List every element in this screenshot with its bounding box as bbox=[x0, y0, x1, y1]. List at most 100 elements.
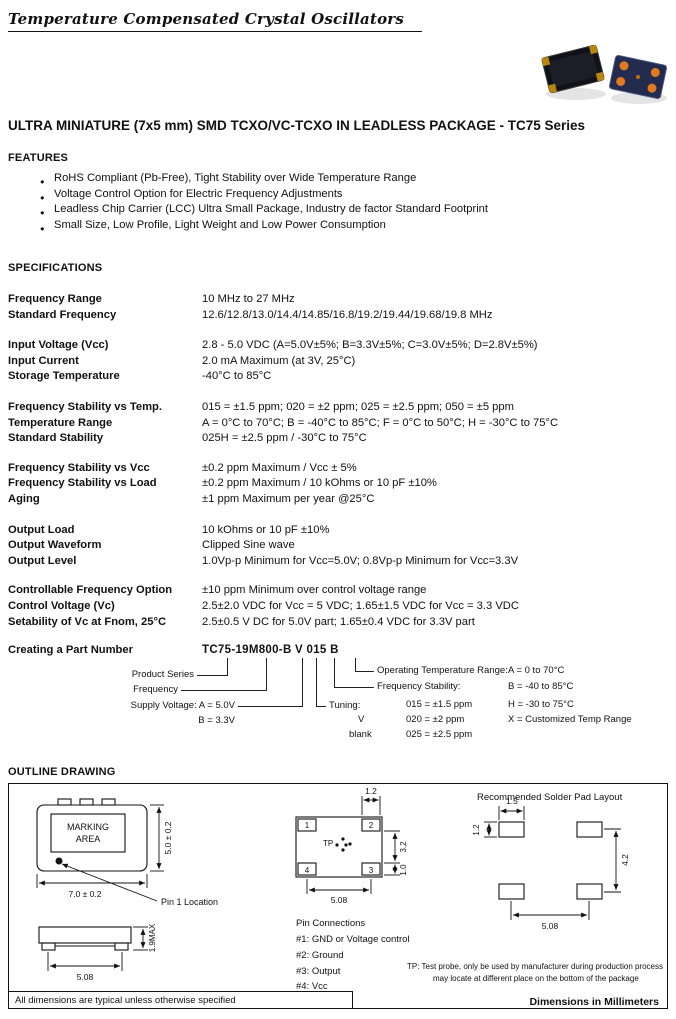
outline-footer-units: Dimensions in Millimeters bbox=[529, 996, 659, 1009]
pin1-leader-line bbox=[61, 863, 158, 902]
part-number-connector-lines bbox=[181, 658, 374, 708]
pin1-location-label: Pin 1 Location bbox=[161, 897, 218, 907]
pn-callout-temp-a: A = 0 to 70°C bbox=[508, 665, 565, 677]
table-row: Output Level 1.0Vp-p Minimum for Vcc=5.0… bbox=[0, 554, 676, 570]
dim-pad-width bbox=[361, 796, 381, 816]
dim-label-side-height: 1.9MAX bbox=[148, 923, 157, 952]
spec-label: Frequency Range bbox=[8, 293, 102, 305]
table-row: Aging ±1 ppm Maximum per year @25°C bbox=[0, 492, 676, 508]
dim-label-package-width: 7.0 ± 0.2 bbox=[68, 889, 101, 899]
spec-group: Output Load 10 kOhms or 10 pF ±10% Outpu… bbox=[0, 523, 676, 570]
package-photo-bottom-view bbox=[609, 55, 667, 99]
table-row: Output Waveform Clipped Sine wave bbox=[0, 538, 676, 554]
spec-value: 10 kOhms or 10 pF ±10% bbox=[202, 523, 330, 536]
dim-label-pad-height: 1.0 bbox=[399, 864, 408, 876]
spec-group: Frequency Range 10 MHz to 27 MHz Standar… bbox=[0, 292, 676, 323]
spec-label: Standard Stability bbox=[8, 432, 104, 445]
pn-callout-supply-voltage-a: Supply Voltage: A = 5.0V bbox=[130, 700, 235, 712]
spec-label: Aging bbox=[8, 492, 40, 505]
dim-label-solder-pad-height: 1.2 bbox=[472, 824, 481, 836]
pin-connection-3: #3: Output bbox=[296, 966, 341, 977]
dim-solder-pad-height bbox=[484, 821, 497, 838]
package-bottom-view bbox=[295, 816, 383, 878]
spec-label: Frequency Stability vs Temp. bbox=[8, 400, 162, 413]
pn-callout-stability-020: 020 = ±2 ppm bbox=[406, 714, 465, 726]
specifications-heading: SPECIFICATIONS bbox=[8, 262, 103, 274]
table-row: Standard Frequency 12.6/12.8/13.0/14.4/1… bbox=[0, 308, 676, 324]
spec-value: 1.0Vp-p Minimum for Vcc=5.0V; 0.8Vp-p Mi… bbox=[202, 554, 519, 567]
pn-callout-temp-x: X = Customized Temp Range bbox=[508, 714, 632, 726]
dim-solder-pad-width bbox=[498, 806, 525, 821]
dim-pad-height bbox=[384, 864, 400, 876]
spec-value: 2.5±2.0 VDC for Vcc = 5 VDC; 1.65±1.5 VD… bbox=[202, 599, 519, 612]
page-title: Temperature Compensated Crystal Oscillat… bbox=[8, 10, 423, 32]
pin-connections-title: Pin Connections bbox=[296, 918, 365, 929]
pn-callout-stability-label: Frequency Stability: bbox=[377, 681, 461, 693]
outline-footer: All dimensions are typical unless otherw… bbox=[9, 991, 667, 1009]
tp-note-line2: may locate at different place on the bot… bbox=[433, 974, 639, 983]
pin-connection-1: #1: GND or Voltage control bbox=[296, 934, 410, 945]
part-number-section: Creating a Part Number TC75-19M800-B V 0… bbox=[0, 643, 676, 755]
spec-label: Control Voltage (Vc) bbox=[8, 599, 115, 612]
dim-label-solder-pad-gap: 4.2 bbox=[620, 854, 630, 866]
package-side-view bbox=[38, 926, 132, 951]
package-photo-top-view bbox=[541, 44, 605, 94]
spec-group: Frequency Stability vs Temp. 015 = ±1.5 … bbox=[0, 400, 676, 447]
marking-text-line2: AREA bbox=[76, 834, 101, 844]
dim-label-solder-pad-pitch: 5.08 bbox=[542, 921, 559, 931]
pn-callout-temp-b: B = -40 to 85°C bbox=[508, 681, 574, 693]
spec-label: Frequency Stability vs Load bbox=[8, 477, 157, 490]
pn-callout-tuning-label: Tuning: bbox=[329, 700, 361, 712]
table-row: Frequency Stability vs Load ±0.2 ppm Max… bbox=[0, 476, 676, 492]
spec-label: Setability of Vc at Fnom, 25°C bbox=[8, 615, 167, 628]
spec-value: 015 = ±1.5 ppm; 020 = ±2 ppm; 025 = ±2.5… bbox=[202, 400, 514, 413]
table-row: Output Load 10 kOhms or 10 pF ±10% bbox=[0, 523, 676, 539]
spec-label: Temperature Range bbox=[8, 416, 113, 429]
spec-value: 2.5±0.5 V DC for 5.0V part; 1.65±0.4 VDC… bbox=[202, 615, 475, 628]
dim-solder-pad-gap bbox=[604, 828, 621, 893]
solder-pad-layout bbox=[498, 821, 603, 900]
spec-value: ±0.2 ppm Maximum / 10 kOhms or 10 pF ±10… bbox=[202, 477, 437, 490]
dim-label-solder-pad-width: 1.5 bbox=[506, 796, 518, 806]
spec-group: Input Voltage (Vcc) 2.8 - 5.0 VDC (A=5.0… bbox=[0, 338, 676, 385]
table-row: Storage Temperature -40°C to 85°C bbox=[0, 369, 676, 385]
outline-drawing-box: MARKING AREA 5.0 ± 0.2 7.0 ± 0.2 Pin 1 L… bbox=[8, 783, 668, 1010]
table-row: Frequency Range 10 MHz to 27 MHz bbox=[0, 292, 676, 308]
table-row: Frequency Stability vs Vcc ±0.2 ppm Maxi… bbox=[0, 461, 676, 477]
spec-value: 10 MHz to 27 MHz bbox=[202, 293, 295, 305]
table-row: Control Voltage (Vc) 2.5±2.0 VDC for Vcc… bbox=[0, 599, 676, 615]
spec-value: 2.8 - 5.0 VDC (A=5.0V±5%; B=3.3V±5%; C=3… bbox=[202, 339, 538, 352]
pad-number-4: 4 bbox=[305, 866, 310, 875]
outline-footer-note: All dimensions are typical unless otherw… bbox=[9, 991, 353, 1009]
table-row: Temperature Range A = 0°C to 70°C; B = -… bbox=[0, 416, 676, 432]
pn-callout-tuning-v: V bbox=[358, 714, 365, 726]
table-row: Setability of Vc at Fnom, 25°C 2.5±0.5 V… bbox=[0, 615, 676, 631]
dim-label-pad-width: 1.2 bbox=[365, 786, 377, 796]
document-main-title: ULTRA MINIATURE (7x5 mm) SMD TCXO/VC-TCX… bbox=[8, 118, 586, 133]
solder-pad-layout-title: Recommended Solder Pad Layout bbox=[477, 792, 623, 803]
pn-callout-supply-voltage-b: B = 3.3V bbox=[198, 715, 235, 727]
package-top-view bbox=[36, 798, 148, 872]
dim-label-side-pitch: 5.08 bbox=[77, 972, 94, 982]
document-header: Temperature Compensated Crystal Oscillat… bbox=[0, 0, 676, 32]
part-number-label: Creating a Part Number bbox=[8, 644, 133, 657]
dim-label-package-height: 5.0 ± 0.2 bbox=[163, 821, 173, 854]
feature-item: Leadless Chip Carrier (LCC) Ultra Small … bbox=[40, 202, 676, 220]
specifications-table: Frequency Range 10 MHz to 27 MHz Standar… bbox=[0, 292, 676, 630]
table-row: Input Voltage (Vcc) 2.8 - 5.0 VDC (A=5.0… bbox=[0, 338, 676, 354]
spec-label: Input Current bbox=[8, 354, 79, 367]
table-row: Controllable Frequency Option ±10 ppm Mi… bbox=[0, 583, 676, 599]
pn-callout-stability-025: 025 = ±2.5 ppm bbox=[406, 729, 473, 741]
pn-callout-frequency: Frequency bbox=[133, 684, 178, 696]
spec-label: Controllable Frequency Option bbox=[8, 584, 173, 597]
dim-package-width bbox=[36, 874, 148, 889]
spec-group: Controllable Frequency Option ±10 ppm Mi… bbox=[0, 583, 676, 630]
pn-callout-temp-label: Operating Temperature Range: bbox=[377, 665, 508, 677]
dim-side-pitch bbox=[47, 952, 123, 972]
pad-number-3: 3 bbox=[369, 866, 374, 875]
table-row: Input Current 2.0 mA Maximum (at 3V, 25°… bbox=[0, 354, 676, 370]
outline-drawing: MARKING AREA 5.0 ± 0.2 7.0 ± 0.2 Pin 1 L… bbox=[36, 786, 663, 992]
spec-label: Input Voltage (Vcc) bbox=[8, 339, 109, 352]
spec-value: ±10 ppm Minimum over control voltage ran… bbox=[202, 584, 427, 597]
dim-package-height bbox=[150, 804, 164, 872]
